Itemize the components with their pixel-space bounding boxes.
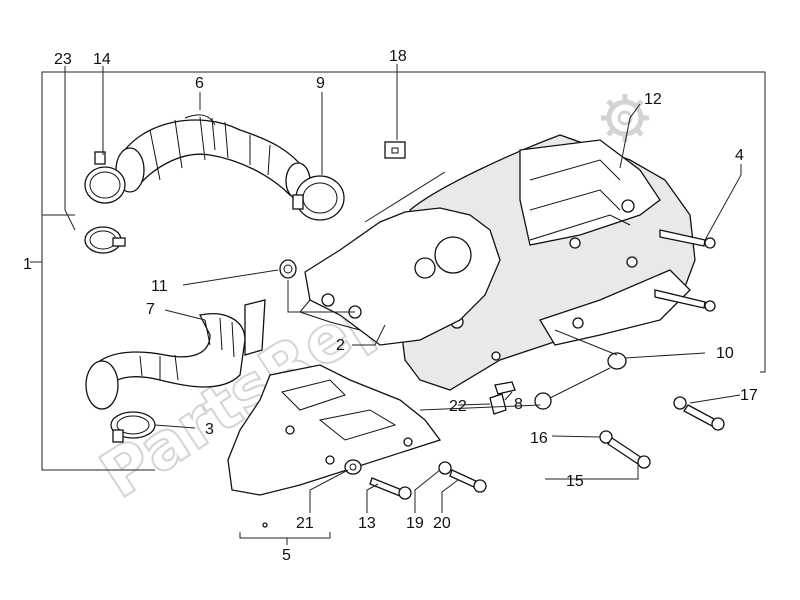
label-21: 21 [296,515,314,532]
washer-21 [344,459,362,475]
label-5: 5 [282,547,291,564]
screw-15 [607,437,651,469]
bush-10 [534,352,627,410]
hose-clamp-23 [84,226,126,254]
label-1: 1 [23,256,32,273]
label-3: 3 [205,421,214,438]
label-19: 19 [406,515,424,532]
label-16: 16 [530,430,548,447]
cap-22 [489,393,507,415]
housing-cover [227,364,442,528]
label-8: 8 [514,396,523,413]
label-2: 2 [336,337,345,354]
intake-duct [299,207,501,346]
label-15: 15 [566,473,584,490]
label-11: 11 [151,278,168,295]
label-9: 9 [316,75,325,92]
label-10: 10 [716,345,734,362]
washer-16 [599,396,687,444]
grommet-18 [384,141,406,159]
intake-elbow-7 [85,299,266,410]
label-18: 18 [389,48,407,65]
label-20: 20 [433,515,451,532]
label-12: 12 [644,91,662,108]
label-6: 6 [195,75,204,92]
screw-20 [449,469,487,493]
label-17: 17 [740,387,758,404]
screw-13 [369,477,412,500]
label-22: 22 [449,398,467,415]
leader-lines [64,66,742,545]
bush-11 [279,259,297,279]
label-7: 7 [146,301,155,318]
clip-8 [494,381,516,395]
rubber-hose [115,114,311,200]
label-23: 23 [54,51,72,68]
screw-17 [683,404,725,431]
screw-4-lower [654,289,716,312]
gear-logo-icon [601,94,649,142]
label-13: 13 [358,515,376,532]
hose-clamp-3 [110,411,156,443]
label-14: 14 [93,51,111,68]
part-labels: 1 2 3 4 5 6 7 8 9 10 11 12 13 14 15 16 1… [23,48,758,564]
hose-clamp-9 [292,175,345,221]
washer-19 [438,461,452,475]
label-4: 4 [735,147,744,164]
hose-clamp-14 [84,151,126,204]
screw-4-upper [659,229,716,249]
assembly-bracket [41,71,766,373]
air-filter-housing [399,134,696,391]
